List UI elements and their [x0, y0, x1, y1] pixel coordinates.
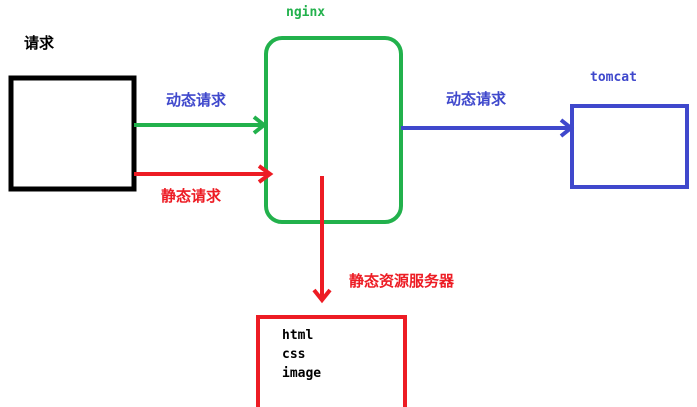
nginx-label: nginx [286, 5, 325, 20]
static-request-label: 静态请求 [161, 187, 222, 205]
tomcat-request-arrow [401, 118, 575, 138]
static-item-html: html [282, 328, 313, 343]
client-box [8, 75, 137, 192]
dynamic-request-arrow [134, 115, 268, 135]
static-item-css: css [282, 347, 305, 362]
tomcat-request-label: 动态请求 [446, 90, 507, 108]
tomcat-box [570, 104, 689, 189]
client-label: 请求 [24, 34, 55, 52]
nginx-box [264, 36, 403, 224]
static-server-arrow [312, 176, 332, 304]
tomcat-label: tomcat [590, 70, 637, 85]
static-server-label: 静态资源服务器 [349, 272, 455, 290]
static-item-image: image [282, 366, 321, 381]
static-server-box [256, 315, 407, 407]
dynamic-request-label: 动态请求 [166, 91, 227, 109]
static-request-arrow [134, 164, 274, 184]
